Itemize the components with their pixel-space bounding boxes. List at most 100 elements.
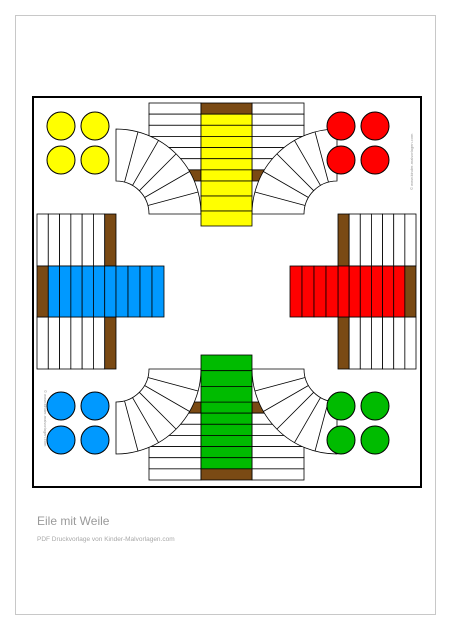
- track-cell: [148, 124, 202, 137]
- home-path-cell: [200, 113, 253, 126]
- home-path-cell: [325, 265, 339, 318]
- watermark-right: © www.kinder-malvorlagen.com: [409, 133, 414, 190]
- piece-blue: [46, 425, 76, 455]
- piece-yellow: [46, 145, 76, 175]
- track-cell: [337, 213, 350, 267]
- track-cell: [371, 213, 383, 267]
- track-cell: [104, 213, 117, 267]
- piece-yellow: [80, 145, 110, 175]
- source-note: PDF Druckvorlage von Kinder-Malvorlagen.…: [37, 536, 175, 543]
- home-path-cell: [359, 265, 372, 318]
- track-cell: [148, 102, 202, 115]
- track-cell: [348, 316, 361, 370]
- home-path-cell: [127, 265, 141, 318]
- track-cell: [371, 316, 383, 370]
- track-cell: [359, 316, 372, 370]
- home-pieces: [46, 111, 390, 455]
- curve-divider: [294, 140, 321, 186]
- home-path-cell: [200, 210, 253, 227]
- home-path-cell: [104, 265, 117, 318]
- track-cell: [104, 316, 117, 370]
- track-cell: [36, 316, 49, 370]
- home-path-cell: [382, 265, 395, 318]
- track-cell: [404, 316, 417, 370]
- track-cell: [382, 316, 395, 370]
- home-path-cell: [200, 370, 253, 387]
- curve-divider: [276, 153, 314, 191]
- track-cell: [251, 457, 305, 470]
- track-cell: [36, 213, 49, 267]
- home-path-cell: [93, 265, 106, 318]
- track-cell: [359, 213, 372, 267]
- game-board: © www.kinder-malvorlagen.com © www.kinde…: [32, 96, 422, 488]
- home-path-cell: [200, 423, 253, 436]
- watermark-left: © www.kinder-malvorlagen.com: [43, 390, 48, 447]
- home-path-cell: [200, 180, 253, 197]
- curve-divider: [132, 397, 159, 443]
- home-path-cell: [81, 265, 94, 318]
- home-path-cell: [200, 435, 253, 447]
- home-path-cell: [200, 147, 253, 160]
- home-path-cell: [115, 265, 129, 318]
- track-cell: [251, 124, 305, 137]
- curve-divider: [144, 171, 190, 198]
- piece-yellow: [46, 111, 76, 141]
- track-cell: [404, 213, 417, 267]
- curve-divider: [263, 171, 309, 198]
- home-path-cell: [371, 265, 383, 318]
- track-cell: [251, 468, 305, 481]
- track-cell: [251, 446, 305, 459]
- track-cell: [93, 316, 106, 370]
- piece-green: [326, 425, 356, 455]
- curved-track: [115, 128, 338, 455]
- piece-blue: [46, 391, 76, 421]
- curve-divider: [124, 400, 139, 452]
- curve-divider: [314, 400, 329, 452]
- curve-divider: [276, 392, 314, 430]
- track-cell: [59, 213, 72, 267]
- home-path-cell: [70, 265, 83, 318]
- track-cell: [348, 213, 361, 267]
- piece-red: [360, 111, 390, 141]
- home-path-cell: [139, 265, 153, 318]
- start-cell: [36, 265, 49, 318]
- game-title: Eile mit Weile: [37, 514, 110, 528]
- curve-divider: [132, 140, 159, 186]
- curve-divider: [314, 131, 329, 183]
- home-path-cell: [301, 265, 315, 318]
- curve-divider: [139, 153, 177, 191]
- track-cell: [93, 213, 106, 267]
- track-cell: [393, 213, 406, 267]
- curve-divider: [124, 131, 139, 183]
- track-cell: [251, 102, 305, 115]
- curve-divider: [139, 392, 177, 430]
- home-path-cell: [200, 457, 253, 470]
- track-cell: [148, 457, 202, 470]
- piece-red: [326, 111, 356, 141]
- piece-blue: [80, 425, 110, 455]
- curve-divider: [147, 191, 199, 206]
- home-path-cell: [200, 354, 253, 372]
- track-cell: [81, 316, 94, 370]
- piece-green: [326, 391, 356, 421]
- curve-divider: [254, 377, 306, 392]
- home-path-cell: [200, 124, 253, 137]
- track-cell: [59, 316, 72, 370]
- curve-divider: [147, 377, 199, 392]
- home-path-cell: [200, 412, 253, 425]
- piece-blue: [80, 391, 110, 421]
- home-path-cell: [337, 265, 350, 318]
- home-path-cell: [348, 265, 361, 318]
- home-path-cell: [200, 385, 253, 403]
- curve-divider: [294, 397, 321, 443]
- track-cell: [382, 213, 395, 267]
- track-cell: [70, 213, 83, 267]
- start-cell: [404, 265, 417, 318]
- track-cell: [148, 468, 202, 481]
- home-path-cell: [151, 265, 165, 318]
- track-cell: [148, 446, 202, 459]
- home-path-cell: [200, 401, 253, 414]
- home-path-cell: [200, 136, 253, 148]
- track-cell: [70, 316, 83, 370]
- track-cell: [47, 213, 60, 267]
